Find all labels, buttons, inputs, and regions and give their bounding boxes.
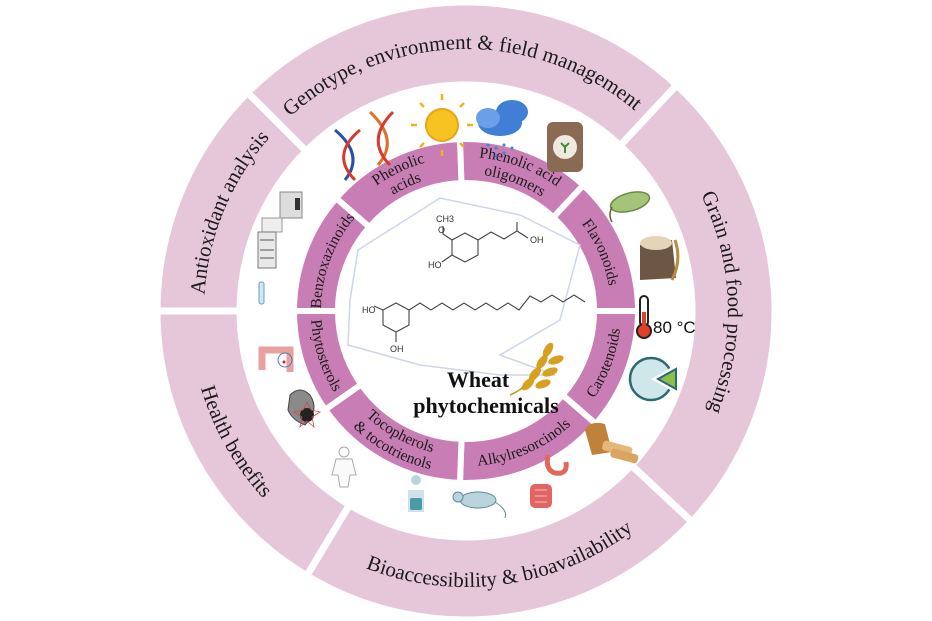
temperature-label: 80 °C: [653, 318, 696, 337]
seed-bag-icon: [547, 122, 583, 172]
flour-sack-icon: [640, 236, 680, 281]
label-ch3: CH3: [436, 214, 454, 224]
test-tube-icon: [258, 281, 265, 305]
rain-cloud-icon: [476, 100, 528, 158]
sun-icon: [411, 94, 473, 156]
wheat-grain-icon: [609, 191, 651, 223]
label-oh: OH: [530, 235, 544, 245]
intestine-icon: [530, 484, 552, 508]
thermometer-icon: [636, 295, 652, 339]
outer-segment-bioaccessibility: [303, 461, 696, 621]
molecule-illustration: CH3 O OH HO HO OH: [347, 197, 586, 376]
inner-segment-phenolic-acids: [331, 136, 465, 232]
label-ho: HO: [428, 260, 442, 270]
lab-instrument-icon: [257, 231, 277, 269]
molecule-outline: [347, 197, 581, 376]
outer-segment-processing: [616, 81, 779, 526]
label-oh-2: OH: [390, 344, 404, 354]
inner-segment-carotenoids: [558, 308, 642, 429]
inner-segment-tocopherols: [320, 380, 465, 486]
digestive-system-icon: [408, 475, 424, 512]
label-o: O: [438, 225, 445, 235]
outer-segment-genotype: [244, 0, 681, 155]
wheat-ear-icon: [509, 342, 564, 396]
dna-icon: [368, 110, 395, 167]
heart-icon: [287, 389, 322, 429]
human-body-icon: [331, 446, 357, 488]
center-title-line1: Wheat: [447, 367, 510, 392]
center-title-line2: phytochemicals: [413, 393, 559, 418]
rat-icon: [452, 491, 506, 519]
inner-segment-flavonoids: [549, 180, 642, 314]
outer-ring: [153, 0, 779, 621]
dna-icon: [334, 128, 361, 182]
pie-icon: [628, 356, 677, 402]
colon-icon: [258, 346, 294, 372]
label-ho-2: HO: [362, 305, 376, 315]
inner-segment-phytosterols: [290, 308, 366, 414]
stomach-icon: [544, 454, 569, 476]
bread-icon: [585, 422, 639, 464]
